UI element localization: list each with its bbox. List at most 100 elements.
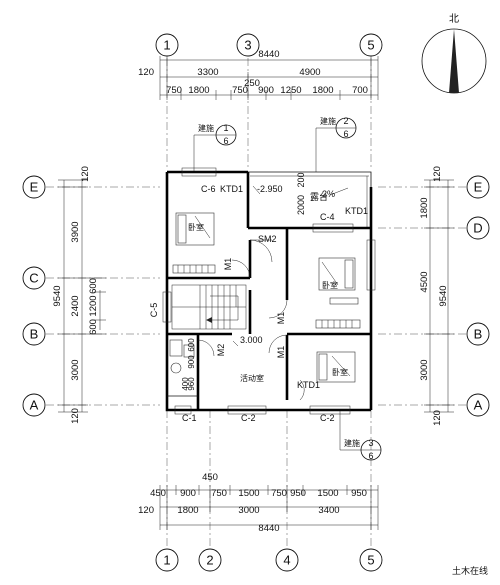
dim-top-4900: 4900 xyxy=(299,67,320,78)
axis-left-A: A xyxy=(30,398,39,413)
label-balcony: 露台 xyxy=(310,191,328,202)
axis-bubbles-right: E D B A xyxy=(466,175,490,417)
door-m2 xyxy=(197,339,215,357)
doors xyxy=(197,239,305,401)
bed-1 xyxy=(175,212,215,246)
axis-bubbles-left: E C B A xyxy=(22,175,46,417)
door-m1-bedroom1 xyxy=(231,259,251,279)
label-elev-balcony: -2.950 xyxy=(257,184,283,194)
windows xyxy=(162,167,376,415)
label-elev-floor: 3.000 xyxy=(240,335,263,345)
dim-left-600a: 600 xyxy=(88,278,99,294)
dim-left-overall: 9540 xyxy=(52,285,63,306)
label-200: 200 xyxy=(296,172,306,187)
dim-right-3000: 3000 xyxy=(419,359,430,380)
dim-top-750b: 750 xyxy=(232,85,248,96)
label-c2-b: C-2 xyxy=(320,413,335,423)
axis-top-1: 1 xyxy=(163,38,170,53)
dim-top-250: 250 xyxy=(244,78,260,89)
dim-bottom-950a: 950 xyxy=(290,488,306,499)
north-arrow: 北 xyxy=(421,13,487,94)
label-m1-b: M1 xyxy=(276,312,286,325)
dim-bottom-overall: 8440 xyxy=(258,523,279,534)
label-ktd1-top: KTD1 xyxy=(220,184,243,194)
label-900: 900 xyxy=(187,355,196,369)
wardrobes xyxy=(172,264,361,329)
dim-right-edge-bottom: 120 xyxy=(432,410,443,426)
dim-bottom-750a: 750 xyxy=(211,488,227,499)
dimensions-bottom: 450 450 900 750 1500 750 950 1500 950 12… xyxy=(138,472,379,534)
callout-1-sheet: 6 xyxy=(223,136,228,146)
label-2000: 2000 xyxy=(296,195,306,215)
dim-right-overall: 9540 xyxy=(438,285,449,306)
staircase xyxy=(171,284,247,330)
callout-3-prefix: 建施 xyxy=(344,438,360,448)
callout-1-prefix: 建施 xyxy=(198,123,214,133)
dim-left-3900: 3900 xyxy=(70,221,81,242)
callout-3-num: 3 xyxy=(368,438,373,448)
label-bedroom-3: 卧室 xyxy=(332,367,348,377)
dim-bottom-3000: 3000 xyxy=(238,505,259,516)
north-arrow-icon xyxy=(449,29,459,93)
door-m1-bedroom2 xyxy=(268,299,288,319)
dim-bottom-950b: 950 xyxy=(351,488,367,499)
axis-bottom-5: 5 xyxy=(367,553,374,568)
dim-top-700: 700 xyxy=(352,85,368,96)
window-c1 xyxy=(174,405,192,415)
dim-top-3300: 3300 xyxy=(197,67,218,78)
detail-callout-3: 3 6 建施 xyxy=(339,410,382,461)
bed-2 xyxy=(318,257,356,291)
label-c2-a: C-2 xyxy=(241,413,256,423)
callout-1-num: 1 xyxy=(223,123,228,133)
dim-left-edge-bottom: 120 xyxy=(70,408,81,424)
label-c5: C-5 xyxy=(149,303,159,318)
label-960: 960 xyxy=(187,377,196,391)
grid-lines xyxy=(46,58,466,546)
dim-bottom-1500a: 1500 xyxy=(238,488,259,499)
dim-right-edge-top: 120 xyxy=(432,166,443,182)
axis-bottom-2: 2 xyxy=(206,553,213,568)
label-c1: C-1 xyxy=(182,413,197,423)
dim-bottom-450-top: 450 xyxy=(202,472,218,483)
axis-right-E: E xyxy=(474,180,483,195)
dim-left-3000: 3000 xyxy=(70,359,81,380)
dim-bottom-edge: 120 xyxy=(138,505,154,516)
dim-left-edge-top: 120 xyxy=(80,166,91,182)
window-c5 xyxy=(162,291,172,323)
detail-callout-2: 2 6 建施 xyxy=(315,116,357,172)
dim-bottom-1800: 1800 xyxy=(177,505,198,516)
dimensions-top: 8440 120 3300 4900 250 750 1800 750 900 … xyxy=(138,49,379,100)
label-ktd1-right: KTD1 xyxy=(345,206,368,216)
dim-right-1800: 1800 xyxy=(419,197,430,218)
dimensions-left: 120 3900 2400 3000 9540 600 1200 600 120 xyxy=(52,166,106,424)
axis-right-A: A xyxy=(474,398,483,413)
dim-bottom-750b: 750 xyxy=(271,488,287,499)
dim-right-4500: 4500 xyxy=(419,271,430,292)
label-c6: C-6 xyxy=(201,184,216,194)
axis-right-D: D xyxy=(473,221,482,236)
dim-top-overall: 8440 xyxy=(258,49,279,60)
dim-top-1800b: 1800 xyxy=(312,85,333,96)
door-m1-bedroom3 xyxy=(268,334,288,354)
axis-top-3: 3 xyxy=(244,38,251,53)
axis-bottom-1: 1 xyxy=(163,553,170,568)
label-slope: 2% xyxy=(322,189,335,199)
watermark: 土木在线 xyxy=(452,565,488,576)
dim-bottom-450: 450 xyxy=(150,488,166,499)
axis-bubbles-top: 1 3 5 xyxy=(155,33,383,57)
dim-top-edge: 120 xyxy=(138,67,154,78)
dimensions-right: 120 1800 4500 3000 9540 120 xyxy=(419,166,454,426)
callout-2-prefix: 建施 xyxy=(320,116,336,126)
callout-2-num: 2 xyxy=(343,116,348,126)
window-east xyxy=(366,239,376,291)
axis-bubbles-bottom: 1 2 4 5 xyxy=(155,548,383,572)
bathroom-fixtures xyxy=(169,339,195,374)
dim-bottom-900: 900 xyxy=(180,488,196,499)
axis-left-B: B xyxy=(30,327,39,342)
room-labels: C-6 KTD1 -2.950 露台 2% KTD1 C-4 2000 200 … xyxy=(149,172,368,423)
axis-bottom-4: 4 xyxy=(283,553,290,568)
dim-top-750a: 750 xyxy=(166,85,182,96)
callout-2-sheet: 6 xyxy=(343,129,348,139)
label-activity-room: 活动室 xyxy=(240,373,264,383)
